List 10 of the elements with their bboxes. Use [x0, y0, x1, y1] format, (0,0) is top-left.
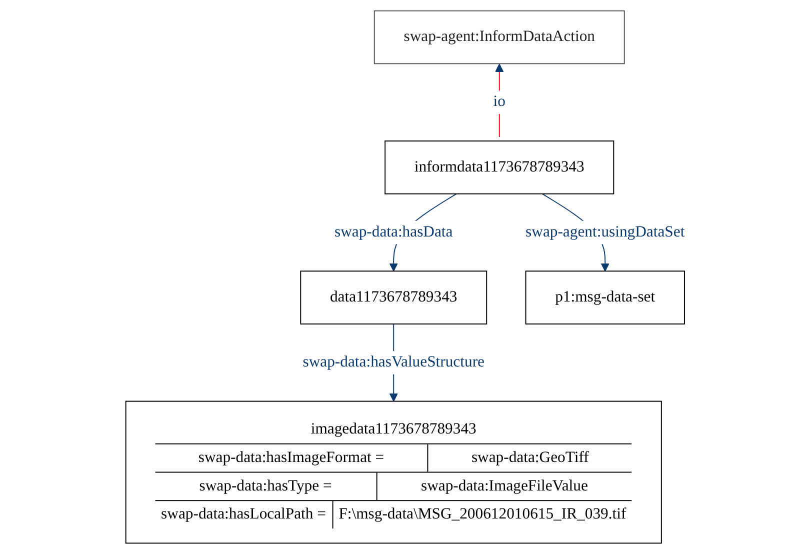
node-box: p1:msg-data-set [525, 270, 685, 324]
node-box: imagedata1173678789343 swap-data:hasImageFormat = swap-data:GeoTiff swap-data:hasType = swap-data:ImageFileValue swap-data:hasLocalPath = F:\msg-data\MSG_200612010615_IR_039.tif [125, 400, 662, 544]
edge-label: swap-data:hasValueStructure [302, 354, 484, 370]
node-box: swap-agent:InformDataAction [374, 10, 625, 64]
edge-label: swap-data:hasData [334, 224, 452, 240]
node-box: data1173678789343 [300, 270, 487, 324]
arrow [494, 64, 504, 138]
node-box: informdata1173678789343 [384, 140, 614, 194]
edge-label: swap-agent:usingDataSet [525, 224, 684, 240]
edge-label: io [493, 94, 506, 110]
